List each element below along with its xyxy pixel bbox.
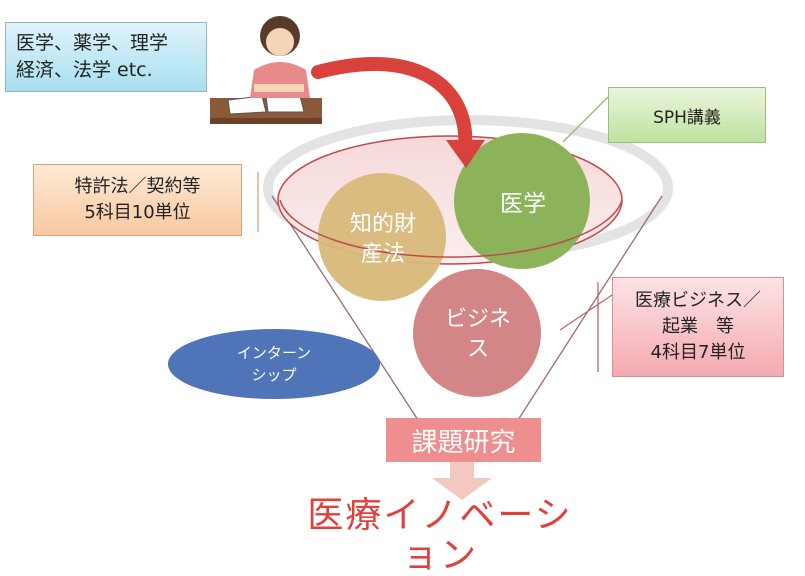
diagram-graphics [168,16,673,500]
research-label: 課題研究 [411,427,516,458]
funnel-left-side [271,195,419,421]
ip-law-line1: 知的財 [349,212,416,237]
curved-arrow-head [446,140,485,168]
medical-business-box: 医療ビジネス／ 起業 等 4科目7単位 [612,277,784,377]
sph-lecture-box: SPH講義 [608,87,766,143]
patent-contract-box: 特許法／契約等 5科目10単位 [33,164,242,236]
business-circle [413,269,541,397]
medicine-label: 医学 [456,147,590,255]
curved-arrow [311,57,473,155]
student-illustration [210,16,322,124]
internship-line2: シップ [251,366,297,384]
sph-connector [562,96,609,143]
business-line3: 4科目7単位 [650,342,746,363]
fields-box: 医学、薬学、理学 経済、法学 etc. [5,22,207,92]
funnel-rim-front [279,199,623,258]
ip-law-label: 知的財 産法 [320,190,446,290]
internship-line1: インターン [236,344,312,362]
internship-label: インターン シップ [168,328,380,400]
ip-law-circle [318,173,446,301]
internship-ellipse [168,329,380,399]
medical-innovation-title: 医療イノベーション [307,495,573,576]
business-label-line1: ビジネ [444,307,511,332]
business-connector [559,294,613,331]
sph-label: SPH講義 [653,107,721,128]
fields-line2: 経済、法学 etc. [16,59,153,81]
fields-line1: 医学、薬学、理学 [16,32,169,54]
medicine-circle [454,133,590,269]
business-line1: 医療ビジネス／ [635,290,761,311]
business-line2: 起業 等 [662,316,734,337]
patent-line2: 5科目10単位 [84,202,191,223]
research-box: 課題研究 [386,418,541,462]
medicine-text: 医学 [500,191,546,217]
ip-law-line2: 産法 [360,242,405,267]
funnel-right-side [517,195,663,421]
patent-line1: 特許法／契約等 [74,176,201,197]
business-label-line2: ス [466,337,489,362]
business-label: ビジネ ス [413,285,543,385]
down-arrow [432,462,492,500]
